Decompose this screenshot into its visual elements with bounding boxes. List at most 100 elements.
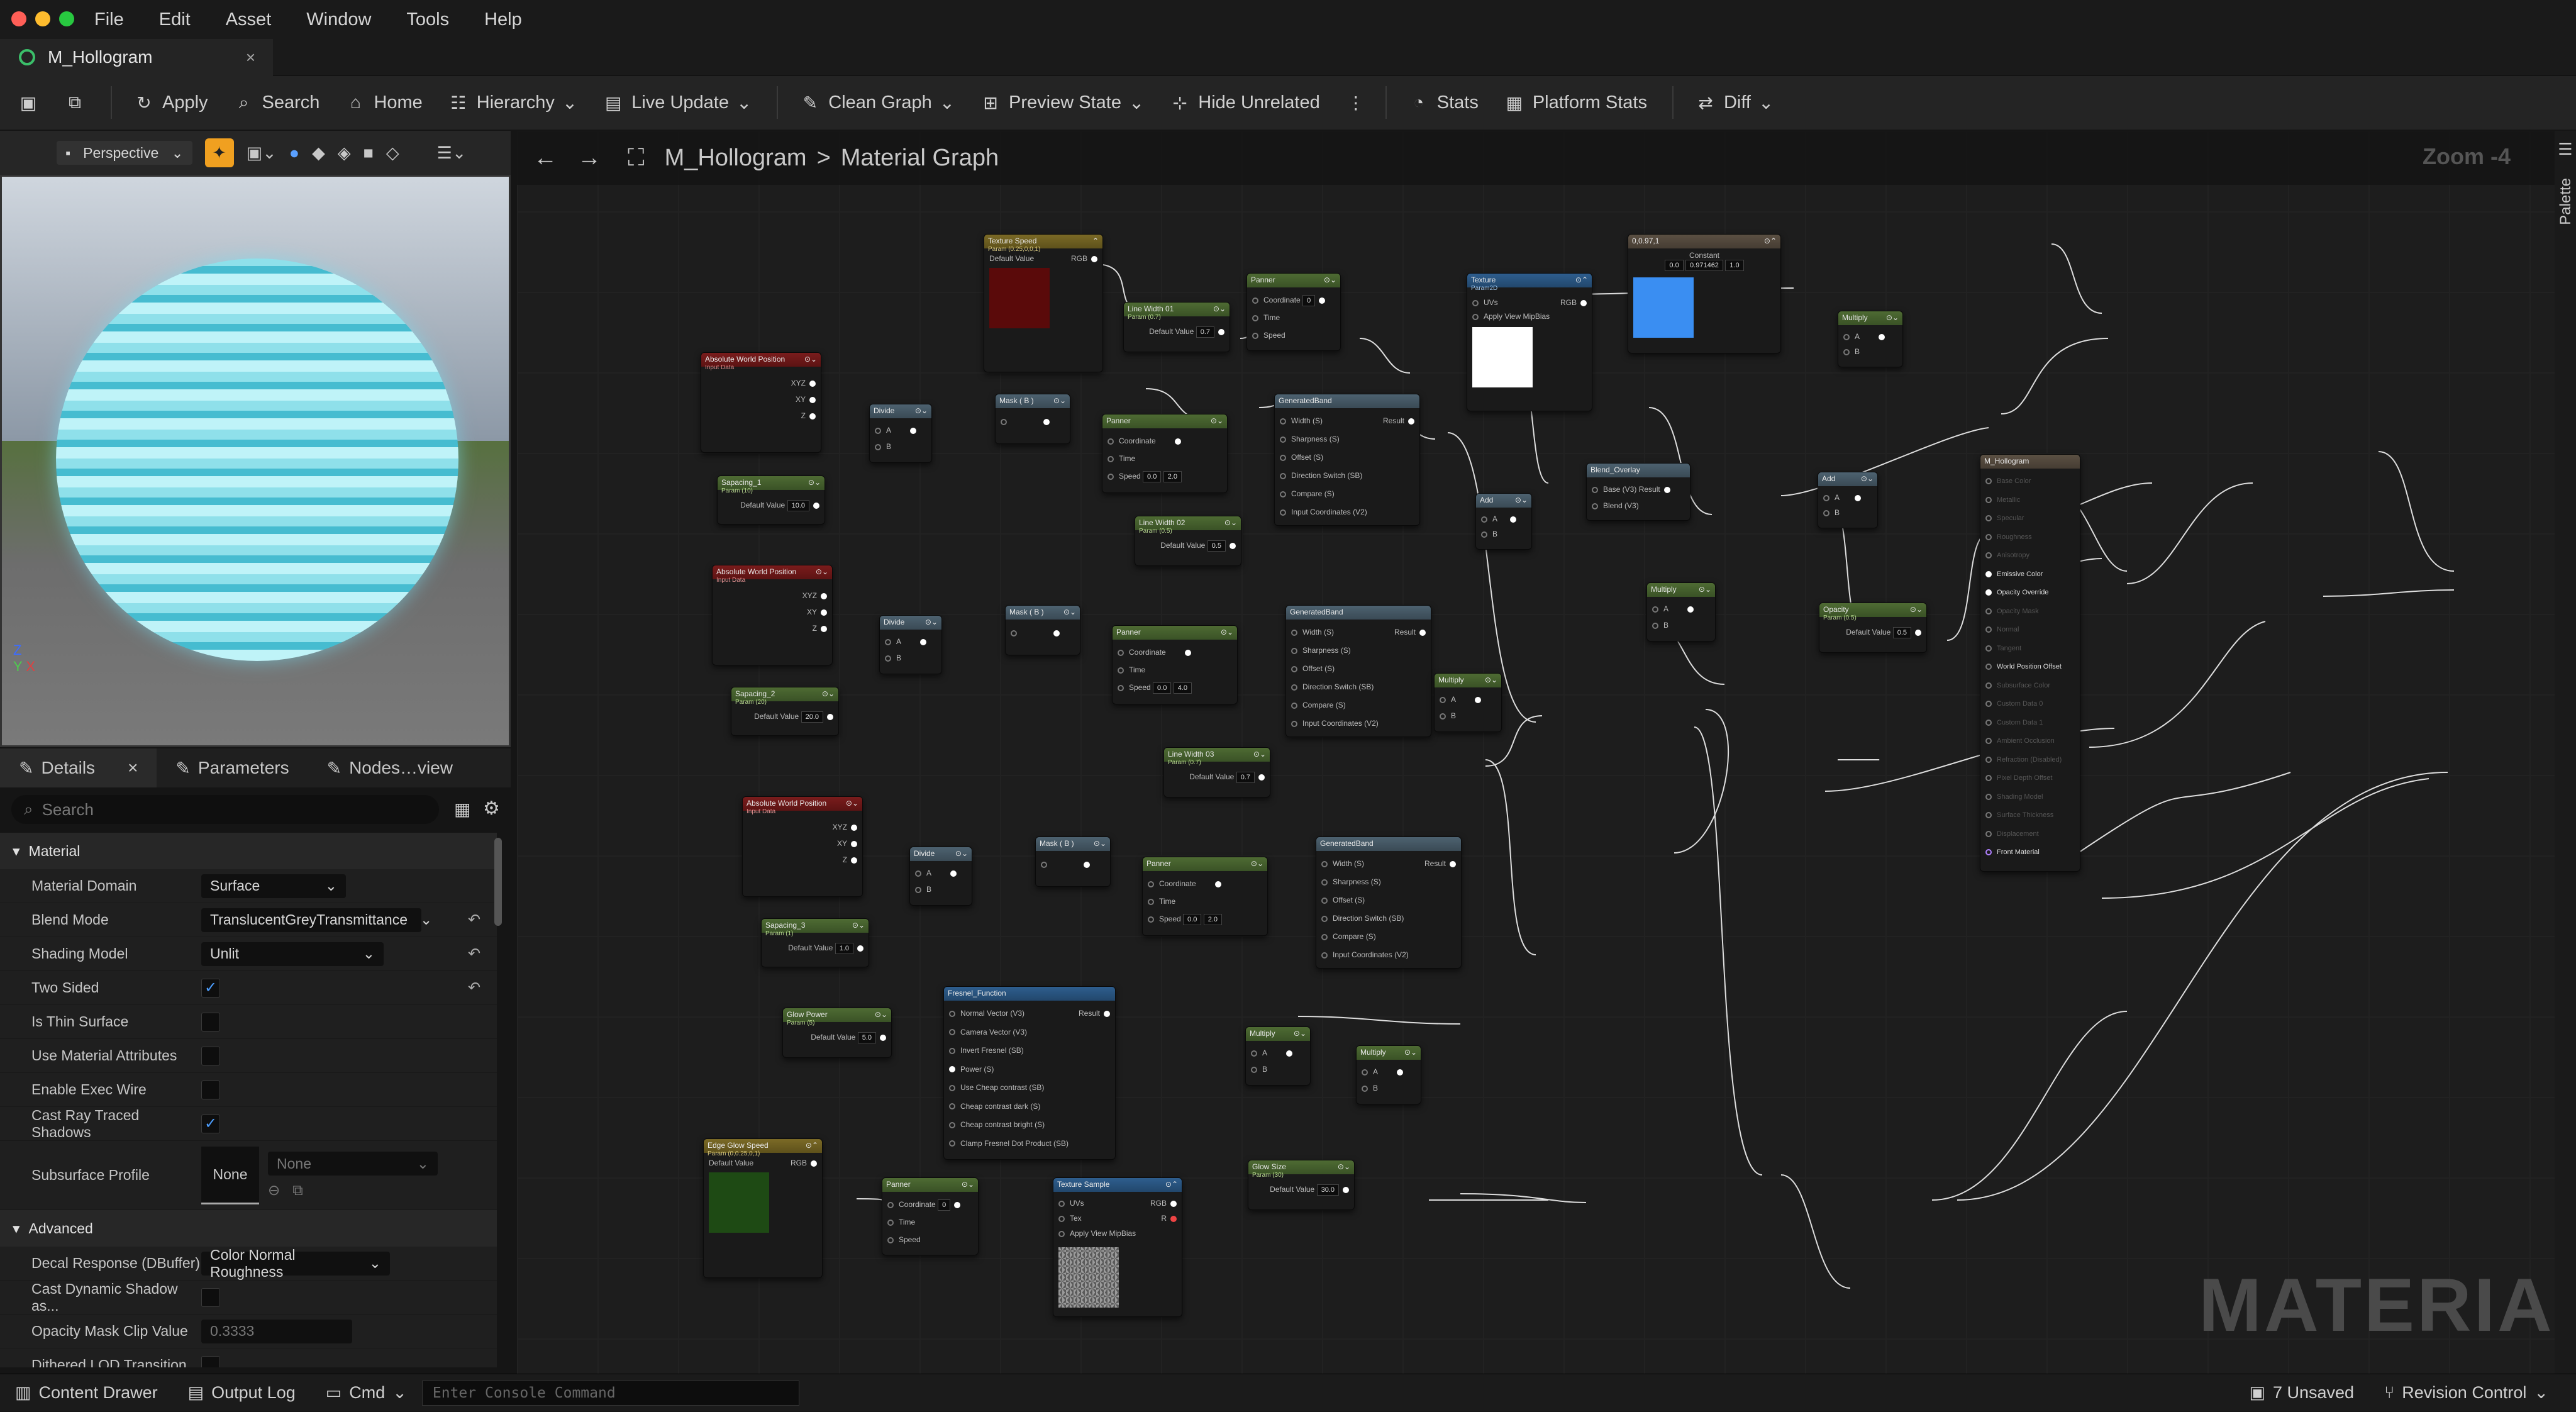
subsurface-profile-dropdown[interactable]: None⌄ (268, 1152, 438, 1176)
diff-button[interactable]: ⇄Diff⌄ (1695, 92, 1774, 114)
hide-unrelated-button[interactable]: ⊹Hide Unrelated (1169, 92, 1320, 113)
material-section-header[interactable]: ▾Material (0, 833, 497, 869)
node-mask-3[interactable]: Mask ( B )⊙⌄ (1035, 837, 1111, 887)
node-line-width-02[interactable]: Line Width 02⊙⌄ Param (0.5) Default Valu… (1135, 516, 1241, 566)
details-scrollbar[interactable] (494, 838, 502, 926)
is-thin-surface-checkbox[interactable] (201, 1012, 220, 1031)
shading-model-dropdown[interactable]: Unlit⌄ (201, 942, 384, 966)
node-line-width-03[interactable]: Line Width 03⊙⌄ Param (0.7) Default Valu… (1163, 747, 1270, 798)
forward-arrow-icon[interactable]: → (577, 144, 601, 171)
cast-dynamic-shadow-checkbox[interactable] (201, 1287, 220, 1307)
node-opacity[interactable]: Opacity⊙⌄ Param (0.5) Default Value 0.5 (1819, 603, 1927, 653)
dithered-lod-checkbox[interactable] (201, 1355, 220, 1367)
cube-preview-icon[interactable]: ■ (363, 143, 374, 162)
palette-tab[interactable]: Palette (2557, 178, 2574, 225)
palette-menu-icon[interactable]: ☰ (2558, 140, 2573, 158)
more-options-button[interactable]: ⋮ (1345, 92, 1367, 113)
browse-button[interactable]: ⧉ (64, 92, 86, 113)
tab-parameters[interactable]: ✎Parameters (175, 758, 289, 778)
close-tab-icon[interactable]: × (245, 47, 255, 67)
live-update-button[interactable]: ▤Live Update⌄ (602, 92, 752, 114)
mesh-preview-icon[interactable]: ◇ (386, 143, 399, 162)
revision-control-button[interactable]: ⑂Revision Control⌄ (2384, 1383, 2548, 1402)
two-sided-checkbox[interactable]: ✓ (201, 978, 220, 998)
table-view-icon[interactable]: ▦ (454, 799, 471, 819)
close-icon[interactable]: × (128, 758, 138, 777)
node-mask-2[interactable]: Mask ( B )⊙⌄ (1005, 605, 1080, 655)
node-absolute-world-position-1[interactable]: Absolute World Position⊙⌄ Input Data XYZ… (701, 352, 821, 453)
apply-button[interactable]: ↻Apply (133, 92, 208, 113)
realtime-toggle-icon[interactable]: ✦ (204, 138, 234, 167)
output-log-button[interactable]: ▤Output Log (187, 1383, 296, 1402)
menu-window[interactable]: Window (306, 9, 372, 30)
details-search-input[interactable]: ⌕ Search (11, 795, 439, 824)
hierarchy-button[interactable]: ☷Hierarchy⌄ (448, 92, 577, 114)
node-mask-1[interactable]: Mask ( B )⊙⌄ (995, 394, 1070, 444)
perspective-dropdown[interactable]: ▪Perspective⌄ (57, 141, 192, 165)
menu-edit[interactable]: Edit (158, 9, 191, 30)
node-generated-band-1[interactable]: GeneratedBand Width (S)Result Sharpness … (1274, 394, 1420, 526)
tab-m-hollogram[interactable]: M_Hollogram × (0, 39, 273, 75)
reset-to-default-icon[interactable]: ↶ (468, 945, 481, 962)
graph-hierarchy-icon[interactable]: ⛶ (628, 144, 645, 171)
use-material-attributes-checkbox[interactable] (201, 1046, 220, 1065)
menu-help[interactable]: Help (484, 9, 522, 30)
sphere-preview-icon[interactable]: ● (289, 143, 300, 162)
cmd-dropdown[interactable]: ▭Cmd⌄ (325, 1383, 407, 1402)
node-fresnel-function[interactable]: Fresnel_Function Normal Vector (V3)Resul… (943, 986, 1116, 1160)
stats-button[interactable]: ◔Stats (1408, 92, 1479, 113)
menu-asset[interactable]: Asset (225, 9, 272, 30)
material-domain-dropdown[interactable]: Surface⌄ (201, 874, 346, 898)
node-glow-size[interactable]: Glow Size⊙⌄ Param (30) Default Value 30.… (1248, 1160, 1355, 1210)
node-spacing-1[interactable]: Sapacing_1⊙⌄ Param (10) Default Value 10… (717, 475, 825, 525)
minimize-window-button[interactable] (35, 11, 50, 26)
node-spacing-3[interactable]: Sapacing_3⊙⌄ Param (1) Default Value 1.0 (761, 918, 869, 967)
back-arrow-icon[interactable]: ← (533, 144, 557, 171)
preview-state-button[interactable]: ⊞Preview State⌄ (980, 92, 1144, 114)
clean-graph-button[interactable]: ✎Clean Graph⌄ (799, 92, 955, 114)
settings-gear-icon[interactable]: ⚙ (483, 798, 500, 819)
save-button[interactable]: ▣ (18, 92, 39, 113)
decal-response-dropdown[interactable]: Color Normal Roughness⌄ (201, 1247, 390, 1280)
node-material-result[interactable]: M_Hollogram Base Color Metallic Specular… (1980, 454, 2080, 872)
reset-to-default-icon[interactable]: ↶ (468, 911, 481, 928)
node-generated-band-2[interactable]: GeneratedBand Width (S)Result Sharpness … (1285, 605, 1431, 737)
node-edge-glow-speed[interactable]: Edge Glow Speed⊙⌃ Param (0,0.25,0,1) Def… (703, 1138, 823, 1278)
breadcrumb-root[interactable]: M_Hollogram (664, 144, 807, 171)
opacity-mask-clip-input[interactable]: 0.3333 (201, 1319, 352, 1343)
maximize-window-button[interactable] (59, 11, 74, 26)
view-mode-icon[interactable]: ▣⌄ (246, 143, 277, 162)
viewport-menu-icon[interactable]: ☰⌄ (436, 143, 467, 162)
platform-stats-button[interactable]: ▦Platform Stats (1504, 92, 1647, 113)
node-absolute-world-position-3[interactable]: Absolute World Position⊙⌄ Input Data XYZ… (742, 796, 863, 897)
close-window-button[interactable] (11, 11, 26, 26)
home-button[interactable]: ⌂Home (345, 92, 423, 113)
menu-file[interactable]: File (94, 9, 124, 30)
enable-exec-wire-checkbox[interactable] (201, 1080, 220, 1099)
tab-details[interactable]: ✎Details× (0, 748, 157, 787)
cylinder-preview-icon[interactable]: ◈ (337, 143, 351, 162)
advanced-section-header[interactable]: ▾Advanced (0, 1210, 497, 1247)
tab-nodes-view[interactable]: ✎Nodes…view (326, 758, 453, 778)
plane-preview-icon[interactable]: ◆ (312, 143, 325, 162)
subsurface-profile-thumbnail[interactable]: None (201, 1146, 259, 1204)
browse-icon[interactable]: ⧉ (292, 1182, 303, 1198)
